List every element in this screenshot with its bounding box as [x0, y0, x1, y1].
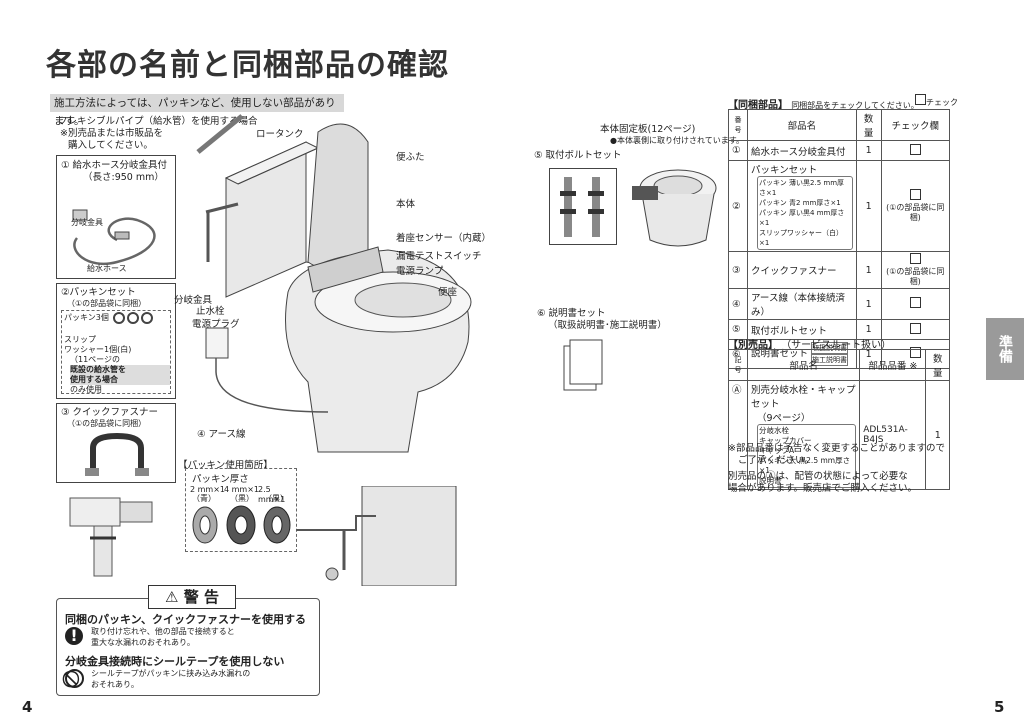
part3-box: ③ クイックファスナー （①の部品袋に同梱）	[56, 403, 176, 483]
label-power-lamp: 電源ランプ	[396, 266, 444, 277]
bolt-label: ⑤ 取付ボルトセット	[534, 150, 622, 161]
toilet-base-illustration	[632, 169, 717, 247]
toilet-illustration	[196, 114, 472, 453]
plate-label: 本体固定板(12ページ)	[600, 124, 696, 135]
packing-box: パッキン厚さ 2 mm×1 4 mm×1 2.5 mm×1 （青） （黒） （黒…	[185, 468, 297, 552]
page-number-left: 4	[22, 698, 33, 716]
label-seat: 便座	[438, 287, 458, 298]
table-row: ④ アース線（本体接続済み） 1	[728, 288, 951, 320]
packing-rings-icon	[113, 312, 153, 324]
bolt-box	[549, 168, 617, 245]
label-plug: 電源プラグ	[192, 319, 240, 330]
flex-pipe-note: フレキシブルパイプ（給水管）を使用する場合 ※別売品または市販品を 購入してくだ…	[58, 116, 258, 151]
label-stop-valve: 止水栓	[196, 306, 225, 317]
checkbox[interactable]	[909, 143, 921, 155]
label-branch: 分岐金具	[174, 295, 213, 306]
page-title: 各部の名前と同梱部品の確認	[46, 48, 449, 83]
table-row: Ⓐ 別売分岐水栓・キャップセット （9ページ） 分岐水栓 キャップカバー キャッ…	[728, 380, 950, 490]
part1-box: ① 給水ホース分岐金具付 （長さ:950 mm） 分岐金具 給水ホース	[56, 155, 176, 279]
table-row: ① 給水ホース分岐金具付 1	[728, 140, 951, 161]
manual-sub: （取扱説明書･施工説明書）	[548, 320, 667, 331]
checkbox[interactable]	[909, 297, 921, 308]
plate-note: ●本体裏側に取り付けされています。	[610, 136, 744, 145]
label-seat-sensor: 着座センサー（内蔵）	[396, 233, 492, 244]
warning-box: 同梱のパッキン、クイックファスナーを使用する ! 取り付け忘れや、他の部品で接続…	[56, 598, 320, 696]
manual-label: ⑥ 説明書セット	[537, 308, 606, 319]
warning-header: ⚠ 警 告	[148, 585, 236, 609]
bolt-illustration	[560, 177, 604, 237]
part2-box: ②パッキンセット （①の部品袋に同梱） パッキン3個 スリップ ワッシャー1個(…	[56, 283, 176, 399]
valve-illustration	[296, 486, 457, 586]
label-lid: 便ふた	[396, 152, 425, 163]
table2-caption: 【別売品】 （サービスルート扱い）	[728, 340, 892, 351]
section-tab: 準備	[986, 318, 1024, 380]
checkbox-icon	[915, 94, 926, 105]
optional-parts-table: 記号 部品名 部品品番 ※ 数量 Ⓐ 別売分岐水栓・キャップセット （9ページ）…	[728, 349, 950, 490]
table1-caption: 【同梱部品】 同梱部品をチェックしてください。	[728, 100, 919, 111]
included-parts-table: 番号 部品名 数量 チェック欄 ① 給水ホース分岐金具付 1 ② パッキンセット…	[728, 109, 951, 369]
check-mark-label: チェック	[915, 94, 958, 108]
notice-bar: 施工方法によっては、パッキンなど、使用しない部品があります。	[50, 94, 344, 127]
label-body: 本体	[396, 199, 416, 210]
table2-notes: ※部品品番は予告なく変更することがありますので ご了承ください。 別売品のⒶは、…	[728, 443, 945, 494]
prohibited-icon: ⃠	[65, 669, 84, 688]
label-earth: ④ アース線	[197, 429, 246, 440]
page-number-right: 5	[994, 698, 1005, 716]
quick-fastener-icon	[85, 432, 149, 476]
label-low-tank: ロータンク	[256, 129, 304, 140]
table-row: ② パッキンセット パッキン 薄い黒2.5 mm厚さ×1 パッキン 青2 mm厚…	[728, 160, 951, 252]
label-leak-test: 漏電テストスイッチ	[396, 251, 482, 262]
manual-illustration	[563, 339, 603, 391]
packing-title: 【パッキン使用箇所】	[178, 460, 273, 471]
checkbox[interactable]	[909, 322, 921, 334]
hose-illustration	[72, 209, 156, 265]
packing-rings-illustration	[192, 505, 291, 545]
fastener-install-illustration	[69, 497, 153, 577]
table-row: ⑤ 取付ボルトセット 1	[728, 319, 951, 340]
exclamation-icon: !	[65, 627, 83, 645]
warning-triangle-icon: ⚠	[165, 588, 179, 606]
checkbox[interactable]	[909, 189, 921, 200]
checkbox[interactable]	[909, 253, 921, 264]
table-row: ③ クイックファスナー 1 (①の部品袋に同梱)	[728, 251, 951, 289]
